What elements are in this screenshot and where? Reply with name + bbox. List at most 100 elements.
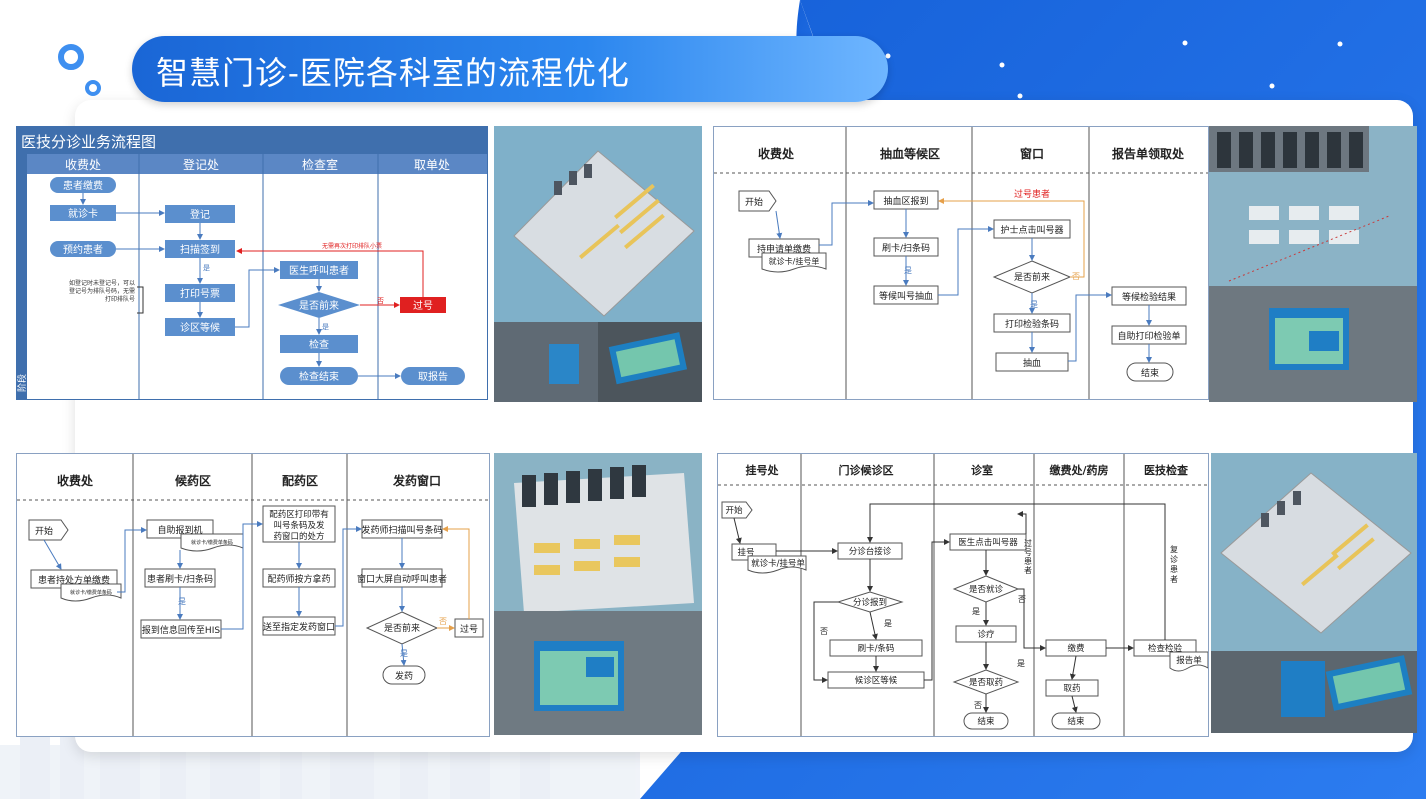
flow1-lane-1: 收费处 — [65, 158, 101, 172]
flow4-end1: 结束 — [977, 716, 995, 727]
flow3-screen: 窗口大屏自动呼叫患者 — [357, 573, 447, 585]
flow4-label-yes1: 是 — [884, 619, 892, 628]
node-register: 登记 — [190, 208, 210, 221]
flow2-selfprint: 自助打印检验单 — [1117, 330, 1180, 342]
flow4-lane-4: 缴费处/药房 — [1049, 463, 1108, 477]
flow4-end2: 结束 — [1067, 716, 1085, 727]
flow1-label-no: 否 — [377, 297, 384, 305]
node-scan-checkin: 扫描签到 — [180, 243, 220, 256]
flow1-label-yes2: 是 — [322, 323, 329, 331]
flow3-label-yes2: 是 — [400, 649, 408, 658]
flow4-label-yes3: 是 — [1017, 659, 1025, 668]
flow4-pay: 缴费 — [1067, 643, 1085, 654]
flow3-lane-1: 收费处 — [57, 473, 94, 488]
flow2-lane-1: 收费处 — [758, 146, 795, 161]
flow2-start: 开始 — [745, 196, 763, 208]
flow2-label-no: 否 — [1072, 272, 1080, 281]
flow4-visit: 诊疗 — [977, 629, 995, 640]
flow3-send: 送至指定发药窗口 — [263, 621, 335, 633]
flow3-dispense: 配药师按方拿药 — [267, 573, 330, 585]
flow3-start: 开始 — [35, 525, 53, 537]
flow1-title: 医技分诊业务流程图 — [21, 133, 156, 151]
node-wait-area: 诊区等候 — [180, 321, 220, 334]
flow2-nurse: 护士点击叫号器 — [1000, 224, 1063, 236]
page-title: 智慧门诊-医院各科室的流程优化 — [156, 54, 630, 92]
clinic-3d-render-1 — [494, 126, 702, 402]
flow3-present: 是否前来 — [384, 622, 420, 634]
flow2-label-pass: 过号患者 — [1014, 188, 1050, 200]
flow4-exam: 检查检验 — [1148, 643, 1183, 654]
flowchart-radiology-triage: 医技分诊业务流程图 阶段 收费处 登记处 检查室 取单处 患者缴费 就诊卡 预约… — [16, 126, 488, 400]
flow3-his: 报到信息回传至HIS — [142, 624, 220, 636]
flow4-report-doc: 报告单 — [1176, 655, 1202, 666]
flow2-lane-2: 抽血等候区 — [880, 146, 940, 161]
flow3-kiosk: 自助报到机 — [157, 524, 202, 536]
flow2-result: 等候检验结果 — [1122, 291, 1176, 303]
flowchart-blood-draw: 收费处 抽血等候区 窗口 报告单领取处 开始 持申请单缴费 就诊卡/挂号单 抽血… — [713, 126, 1209, 400]
node-take-report: 取报告 — [418, 370, 448, 383]
node-missed: 过号 — [413, 299, 433, 312]
flow4-lane-3: 诊室 — [971, 463, 993, 477]
flow2-lane-3: 窗口 — [1020, 146, 1044, 161]
flow4-take: 是否取药 — [969, 677, 1003, 688]
flow3-label-yes1: 是 — [178, 597, 186, 606]
flow4-label-yes2: 是 — [972, 607, 980, 616]
node-print-ticket: 打印号票 — [180, 287, 220, 300]
flow3-printrx: 配药区打印带有叫号条码及发药窗口的处方 — [269, 509, 329, 542]
flow4-consult: 是否就诊 — [969, 584, 1004, 595]
flow4-scan: 刷卡/条码 — [858, 643, 895, 654]
flow3-doc1: 就诊卡/缴费单条码 — [70, 589, 112, 596]
ring-decoration-icon — [85, 80, 101, 96]
flow3-give: 发药 — [395, 670, 413, 682]
flow3-lane-2: 候药区 — [175, 473, 211, 488]
flow4-wait: 候诊区等候 — [855, 675, 898, 686]
ring-decoration-icon — [58, 44, 84, 70]
flow2-present: 是否前来 — [1014, 271, 1050, 283]
flow3-label-no: 否 — [439, 617, 447, 626]
flow1-lane-2: 登记处 — [183, 157, 219, 172]
flowchart-pharmacy: 收费处 候药区 配药区 发药窗口 开始 患者持处方单缴费 就诊卡/缴费单条码 自… — [16, 453, 490, 737]
flow2-scan: 刷卡/扫条码 — [882, 242, 930, 254]
flow2-label-yes1: 是 — [904, 266, 912, 275]
node-is-present: 是否前来 — [299, 299, 339, 312]
flow3-lane-3: 配药区 — [282, 473, 318, 488]
flow4-label-pass: 过号患者 — [1024, 538, 1032, 575]
flow4-label-no1: 否 — [820, 627, 828, 636]
flow2-arrive: 抽血区报到 — [883, 195, 928, 207]
flow2-pay: 持申请单缴费 — [757, 243, 811, 255]
flow1-side-label: 阶段 — [17, 374, 28, 392]
flow4-triage: 分诊台接诊 — [849, 546, 892, 557]
flow2-doc: 就诊卡/挂号单 — [769, 256, 820, 266]
flow2-lane-4: 报告单领取处 — [1112, 146, 1185, 161]
flow4-med: 取药 — [1063, 683, 1080, 694]
flow2-print: 打印检验条码 — [1005, 318, 1059, 330]
node-doctor-call: 医生呼叫患者 — [289, 264, 349, 277]
clinic-3d-render-4 — [1211, 453, 1417, 733]
flow2-end: 结束 — [1141, 367, 1159, 379]
flow3-pharm: 发药师扫描叫号条码 — [361, 524, 442, 536]
flow3-lane-4: 发药窗口 — [392, 473, 441, 488]
flow2-draw: 抽血 — [1023, 357, 1041, 369]
node-exam: 检查 — [309, 338, 329, 351]
flow4-lane-2: 门诊候诊区 — [839, 463, 894, 477]
flow4-lane-5: 医技检查 — [1144, 463, 1188, 477]
clinic-3d-render-2 — [1209, 126, 1417, 402]
node-exam-end: 检查结束 — [299, 370, 339, 383]
flow4-call: 医生点击叫号器 — [958, 537, 1018, 548]
flow4-lane-1: 挂号处 — [746, 463, 780, 477]
flow4-label-recheck: 复诊患者 — [1170, 544, 1178, 584]
flow4-label-no2: 否 — [1018, 595, 1026, 604]
flow4-reg: 挂号 — [737, 547, 754, 558]
flow4-start: 开始 — [725, 505, 743, 516]
flow2-label-yes2: 是 — [1030, 300, 1038, 309]
flow1-label-requeue: 无需再次打印排队小票 — [322, 242, 382, 250]
clinic-3d-render-3 — [494, 453, 702, 735]
node-reserved-patient: 预约患者 — [63, 243, 103, 256]
flow3-pass: 过号 — [460, 623, 478, 635]
flow3-doc2: 就诊卡/缴费单条码 — [191, 539, 233, 546]
flow3-scan: 患者刷卡/扫条码 — [147, 573, 213, 585]
flow3-pay: 患者持处方单缴费 — [38, 574, 110, 586]
node-patient-pay: 患者缴费 — [63, 179, 103, 192]
title-banner — [132, 36, 888, 102]
flow4-label-no3: 否 — [974, 701, 982, 710]
